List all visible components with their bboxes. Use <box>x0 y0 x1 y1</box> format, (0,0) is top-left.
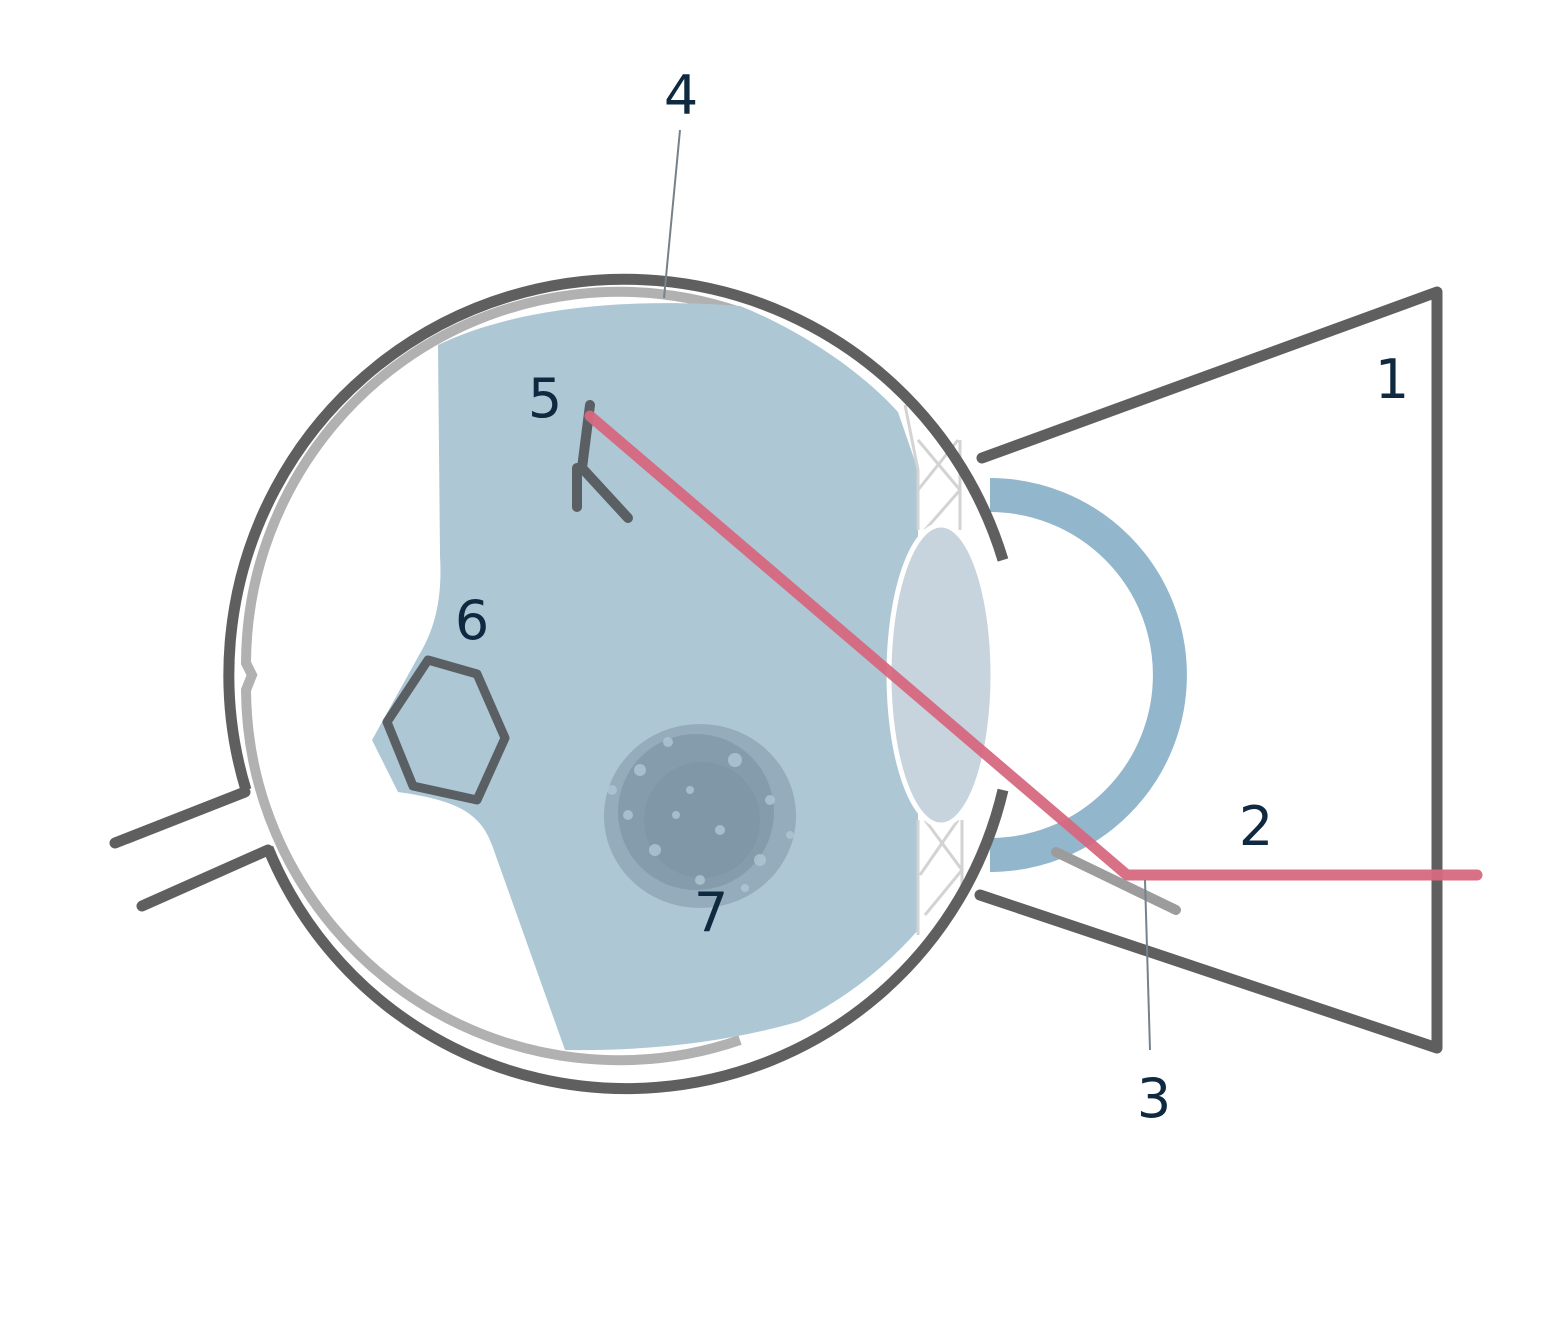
label-7: 7 <box>694 881 728 944</box>
retina-layer <box>240 286 742 1066</box>
leader-line-4 <box>663 129 681 299</box>
cornea <box>989 478 1187 872</box>
cloud-spot <box>604 724 796 908</box>
label-2: 2 <box>1239 795 1273 858</box>
leader-line-3 <box>1144 879 1151 1051</box>
label-4: 4 <box>664 64 698 127</box>
optic-nerve-upper-line <box>109 786 251 849</box>
mirror-probe <box>1051 847 1181 915</box>
lens <box>886 522 996 828</box>
vitreous-body <box>372 303 918 1051</box>
hexagon-floater <box>382 655 510 805</box>
zonule-fibers-lower <box>916 819 964 935</box>
contact-lens-device <box>974 286 1443 1054</box>
label-6: 6 <box>455 589 489 652</box>
sclera-outline <box>223 273 1009 792</box>
sclera-outline-lower <box>262 788 1009 1095</box>
label-1: 1 <box>1375 348 1409 411</box>
label-5: 5 <box>528 367 562 430</box>
label-3: 3 <box>1137 1067 1171 1130</box>
laser-beam <box>584 410 1483 881</box>
optic-nerve-lower-line <box>136 844 274 912</box>
